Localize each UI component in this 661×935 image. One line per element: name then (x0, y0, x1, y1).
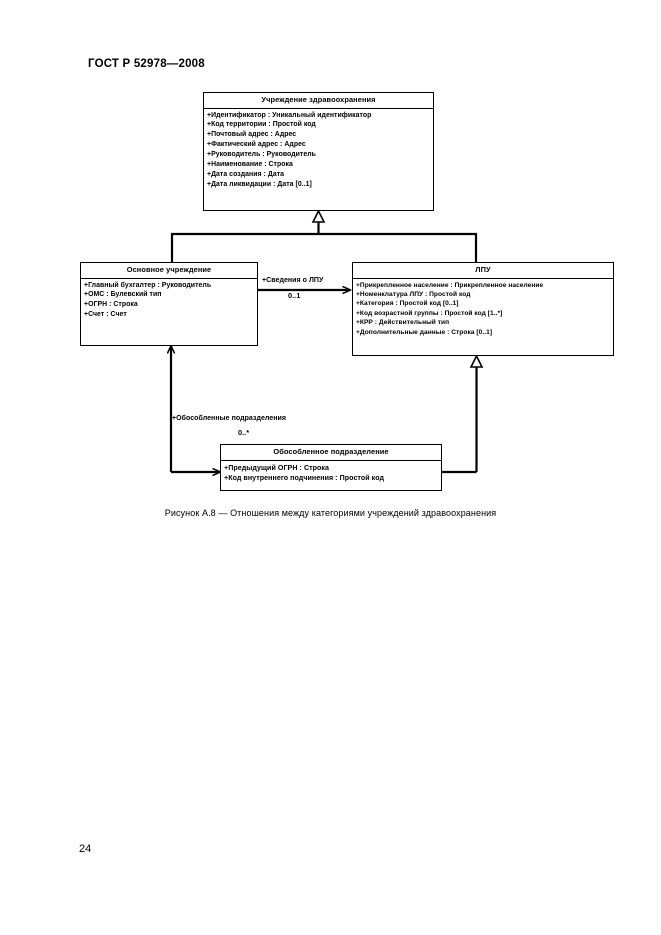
uml-attribute: +Наименование : Строка (207, 161, 293, 169)
uml-class-institution-attributes: +Идентификатор : Уникальный идентификато… (204, 109, 433, 194)
generalization-branch-to-lpu (442, 354, 484, 474)
uml-attribute: +Код внутреннего подчинения : Простой ко… (224, 474, 385, 483)
uml-attribute: +Прикрепленное население : Прикрепленное… (356, 281, 544, 289)
uml-class-lpu-attributes: +Прикрепленное население : Прикрепленное… (353, 279, 613, 341)
uml-attribute: +КРР : Действительный тип (356, 319, 450, 327)
uml-attribute: +Код возрастной группы : Простой код [1.… (356, 309, 503, 317)
uml-class-lpu[interactable]: ЛПУ +Прикрепленное население : Прикрепле… (352, 262, 614, 356)
uml-attribute: +ОМС : Булевский тип (84, 291, 162, 299)
uml-class-lpu-title: ЛПУ (353, 263, 613, 279)
uml-attribute: +Дополнительные данные : Строка [0..1] (356, 328, 493, 336)
uml-attribute: +Категория : Простой код [0..1] (356, 300, 459, 308)
uml-class-institution[interactable]: Учреждение здравоохранения +Идентификато… (203, 92, 434, 211)
uml-class-main-institution-attributes: +Главный бухгалтер : Руководитель +ОМС :… (81, 279, 257, 324)
uml-attribute: +Дата создания : Дата (207, 171, 285, 179)
uml-attribute: +ОГРН : Строка (84, 301, 138, 309)
uml-attribute: +Дата ликвидации : Дата [0..1] (207, 181, 312, 189)
page-number: 24 (79, 843, 92, 855)
association-obosoblennye-podrazdeleniya (171, 346, 220, 472)
uml-attribute: +Идентификатор : Уникальный идентификато… (207, 111, 372, 119)
uml-attribute: +Фактический адрес : Адрес (207, 141, 306, 149)
uml-class-branch-attributes: +Предыдущий ОГРН : Строка +Код внутренне… (221, 461, 441, 487)
association-label-obosoblennye-podrazdeleniya: +Обособленные подразделения (172, 415, 287, 422)
association-multiplicity-obosoblennye-podrazdeleniya: 0..* (238, 428, 250, 437)
uml-attribute: +Руководитель : Руководитель (207, 151, 316, 159)
association-multiplicity-svedeniya-o-lpu: 0..1 (288, 291, 301, 300)
figure-caption: Рисунок А.8 — Отношения между категориям… (164, 508, 497, 518)
uml-class-main-institution[interactable]: Основное учреждение +Главный бухгалтер :… (80, 262, 258, 346)
uml-class-branch[interactable]: Обособленное подразделение +Предыдущий О… (220, 444, 442, 491)
uml-attribute: +Код территории : Простой код (207, 121, 316, 129)
uml-attribute: +Почтовый адрес : Адрес (207, 131, 297, 139)
document-standard-header: ГОСТ Р 52978—2008 (88, 58, 205, 70)
generalization-to-institution (170, 209, 478, 262)
uml-attribute: +Главный бухгалтер : Руководитель (84, 281, 212, 289)
uml-attribute: +Номенклатура ЛПУ : Простой код (356, 291, 471, 298)
uml-class-institution-title: Учреждение здравоохранения (204, 93, 433, 109)
uml-attribute: +Счет : Счет (84, 311, 127, 319)
uml-class-branch-title: Обособленное подразделение (221, 445, 441, 461)
association-label-svedeniya-o-lpu: +Сведения о ЛПУ (262, 277, 324, 284)
uml-attribute: +Предыдущий ОГРН : Строка (224, 463, 329, 472)
uml-class-main-institution-title: Основное учреждение (81, 263, 257, 279)
